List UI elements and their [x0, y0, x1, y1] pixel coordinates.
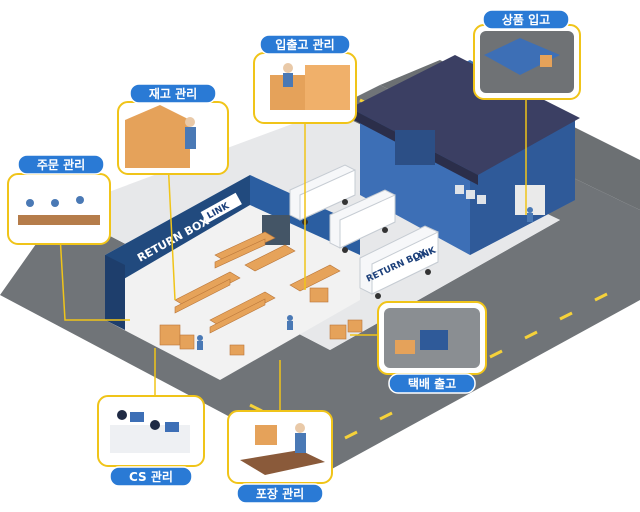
svg-text:주문 관리: 주문 관리 [37, 157, 85, 172]
label-courier: 택배 출고 [388, 373, 476, 394]
callout-packing [227, 410, 333, 484]
callout-courier [377, 301, 487, 375]
svg-text:재고 관리: 재고 관리 [149, 86, 197, 101]
callout-in-out [253, 52, 357, 124]
label-cs: CS 관리 [109, 466, 193, 487]
svg-text:CS 관리: CS 관리 [129, 469, 173, 484]
svg-text:택배 출고: 택배 출고 [408, 376, 456, 391]
truck-2 [329, 189, 396, 253]
receiving-warehouse [350, 55, 580, 255]
callout-cs [97, 395, 205, 467]
label-in-out: 입출고 관리 [259, 34, 351, 55]
callout-orders [7, 173, 111, 245]
label-inventory: 재고 관리 [129, 83, 217, 104]
floor-boxes [159, 287, 363, 356]
callout-inventory [117, 101, 229, 175]
svg-text:상품 입고: 상품 입고 [502, 12, 550, 27]
label-packing: 포장 관리 [236, 483, 324, 504]
truck-3 [359, 225, 439, 299]
truck-1 [289, 164, 356, 225]
shelving-racks [174, 231, 341, 334]
label-receiving: 상품 입고 [482, 9, 570, 30]
svg-text:입출고 관리: 입출고 관리 [275, 37, 334, 52]
label-orders: 주문 관리 [17, 154, 105, 175]
svg-text:포장 관리: 포장 관리 [256, 486, 304, 501]
callout-receiving [473, 24, 581, 100]
